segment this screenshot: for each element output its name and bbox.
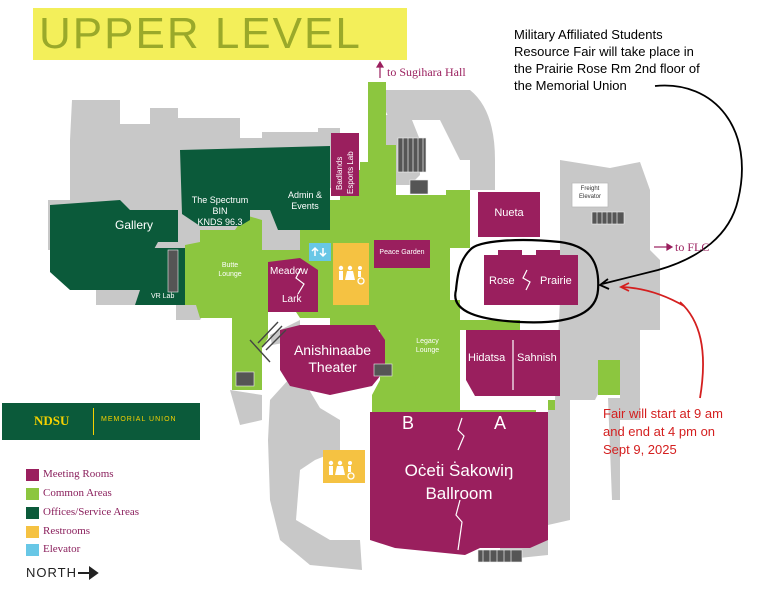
peace-garden-room (374, 240, 430, 268)
legacy-label-1: Legacy (416, 338, 439, 345)
nueta-label: Nueta (494, 207, 524, 219)
logo-divider (93, 408, 94, 435)
anishinaabe-theater (280, 325, 385, 395)
meadow-label: Meadow (270, 266, 308, 277)
elevator-area (309, 243, 331, 261)
meeting-rooms (268, 133, 578, 555)
black-pointer (601, 84, 743, 285)
red-pointer (679, 301, 704, 399)
nueta-room (478, 192, 540, 237)
north-label: NORTH (26, 565, 77, 580)
anishinaabe-label-1: Anishinaabe (293, 342, 372, 358)
lark-label: Lark (282, 294, 302, 305)
peace-garden-label: Peace Garden (379, 249, 425, 256)
ballroom-b-label: B (402, 413, 415, 433)
direction-arrows (375, 60, 674, 252)
page-title: UPPER LEVEL (39, 9, 362, 58)
annotation-line-1: Military Affiliated Students (514, 27, 663, 42)
north-arrow-icon (78, 566, 99, 580)
ndsu-logo-text: NDSU (34, 413, 70, 428)
butte-label-2: Lounge (218, 271, 242, 278)
spectrum-label-2: BIN (212, 206, 228, 216)
meadow-lark-room (268, 258, 318, 312)
red-annotation-line-3: Sept 9, 2025 (603, 442, 677, 457)
badlands-room (331, 133, 359, 196)
prairie-rose-room (484, 250, 578, 305)
legend-label: Meeting Rooms (43, 468, 114, 480)
elevator-icon (311, 246, 327, 258)
prairie-label: Prairie (540, 275, 572, 287)
anishinaabe-label-2: Theater (308, 359, 357, 375)
badlands-label-2: Esports Lab (346, 151, 355, 194)
legend-label: Offices/Service Areas (43, 506, 140, 518)
annotation-line-3: the Prairie Rose Rm 2nd floor of (514, 61, 700, 76)
freight-elevator-box (571, 182, 609, 208)
spectrum-label-1: The Spectrum (191, 195, 249, 205)
sugihara-label: to Sugihara Hall (387, 65, 466, 79)
rose-label: Rose (489, 275, 515, 287)
legend-swatch-meeting (26, 469, 39, 481)
diagonal-stairs (249, 321, 287, 363)
stair-lines (402, 138, 618, 562)
ballroom-label-1: Oċeṫi Ṡakowiŋ (404, 461, 514, 480)
annotation-line-2: Resource Fair will take place in (514, 44, 694, 59)
freight-label-2: Elevator (578, 194, 601, 200)
legend-swatch-elevator (26, 544, 39, 556)
memorial-union-logo-text: MEMORIAL UNION (101, 416, 177, 423)
sahnish-label: Sahnish (517, 352, 557, 364)
hidatsa-label: Hidatsa (468, 352, 506, 364)
butte-label-1: Butte (221, 262, 239, 269)
vr-lab-label: VR Lab (151, 293, 175, 300)
ballroom-a-label: A (494, 413, 507, 433)
restroom-icon (328, 265, 365, 480)
admin-label-2: Events (291, 201, 319, 211)
highlight-circle (454, 238, 600, 324)
ndsu-logo (2, 403, 200, 440)
gallery-label: Gallery (115, 218, 154, 232)
spectrum-label-3: KNDS 96.3 (197, 217, 243, 227)
flc-label: to FLC (675, 240, 710, 254)
title-banner (33, 8, 407, 60)
freight-label-1: Freight (580, 186, 600, 192)
room-dividers (295, 267, 531, 551)
annotation-line-4: the Memorial Union (514, 78, 627, 93)
legend-label: Restrooms (43, 525, 91, 537)
badlands-label-1: Badlands (335, 156, 344, 190)
red-annotation-line-1: Fair will start at 9 am (603, 406, 723, 421)
legend-swatch-offices (26, 507, 39, 519)
legend-label: Elevator (43, 543, 81, 555)
legacy-label-2: Lounge (415, 347, 440, 354)
legend-swatch-restrooms (26, 526, 39, 538)
legend-label: Common Areas (43, 487, 112, 499)
ballroom-label-2: Ballroom (425, 484, 493, 503)
ballroom-room (370, 412, 548, 555)
admin-label-1: Admin & (287, 190, 322, 200)
legend-swatch-common (26, 488, 39, 500)
red-annotation-line-2: and end at 4 pm on (603, 424, 716, 439)
